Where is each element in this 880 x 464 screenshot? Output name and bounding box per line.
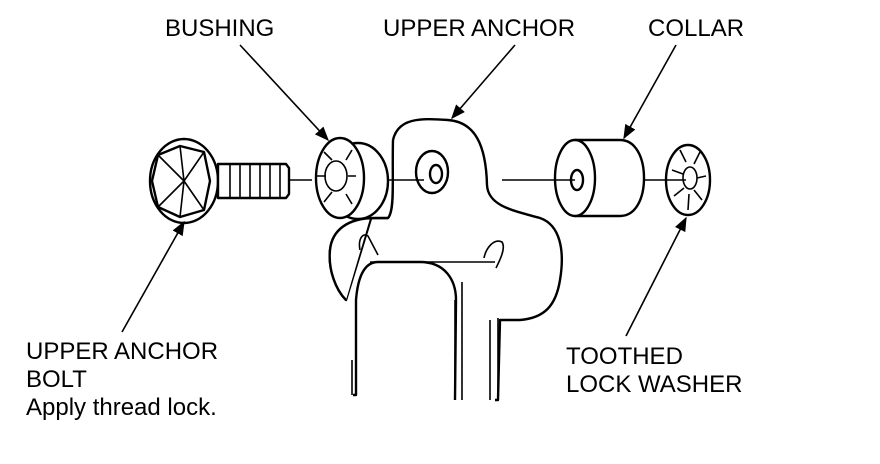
upper-anchor-label: UPPER ANCHOR bbox=[383, 15, 576, 42]
upper-anchor-bolt-label-line1: UPPER ANCHOR bbox=[26, 338, 219, 365]
toothed-lock-washer-part bbox=[664, 143, 712, 217]
toothed-lock-washer-label-line1: TOOTHED bbox=[566, 343, 683, 370]
toothed-lock-washer-label-line2: LOCK WASHER bbox=[566, 371, 743, 398]
toothed-lock-washer-label: TOOTHED LOCK WASHER bbox=[566, 343, 742, 399]
upper-anchor-bolt-part bbox=[148, 137, 291, 225]
bushing-part bbox=[314, 136, 390, 221]
upper-anchor-bolt-label-line2: BOLT bbox=[26, 366, 87, 393]
collar-label: COLLAR bbox=[648, 15, 745, 42]
collar-part bbox=[553, 138, 646, 218]
thread-lock-note: Apply thread lock. bbox=[26, 394, 217, 421]
upper-anchor-bolt-label: UPPER ANCHOR BOLT Apply thread lock. bbox=[26, 338, 218, 422]
leader-lines bbox=[121, 44, 687, 337]
bushing-label: BUSHING bbox=[165, 15, 275, 42]
